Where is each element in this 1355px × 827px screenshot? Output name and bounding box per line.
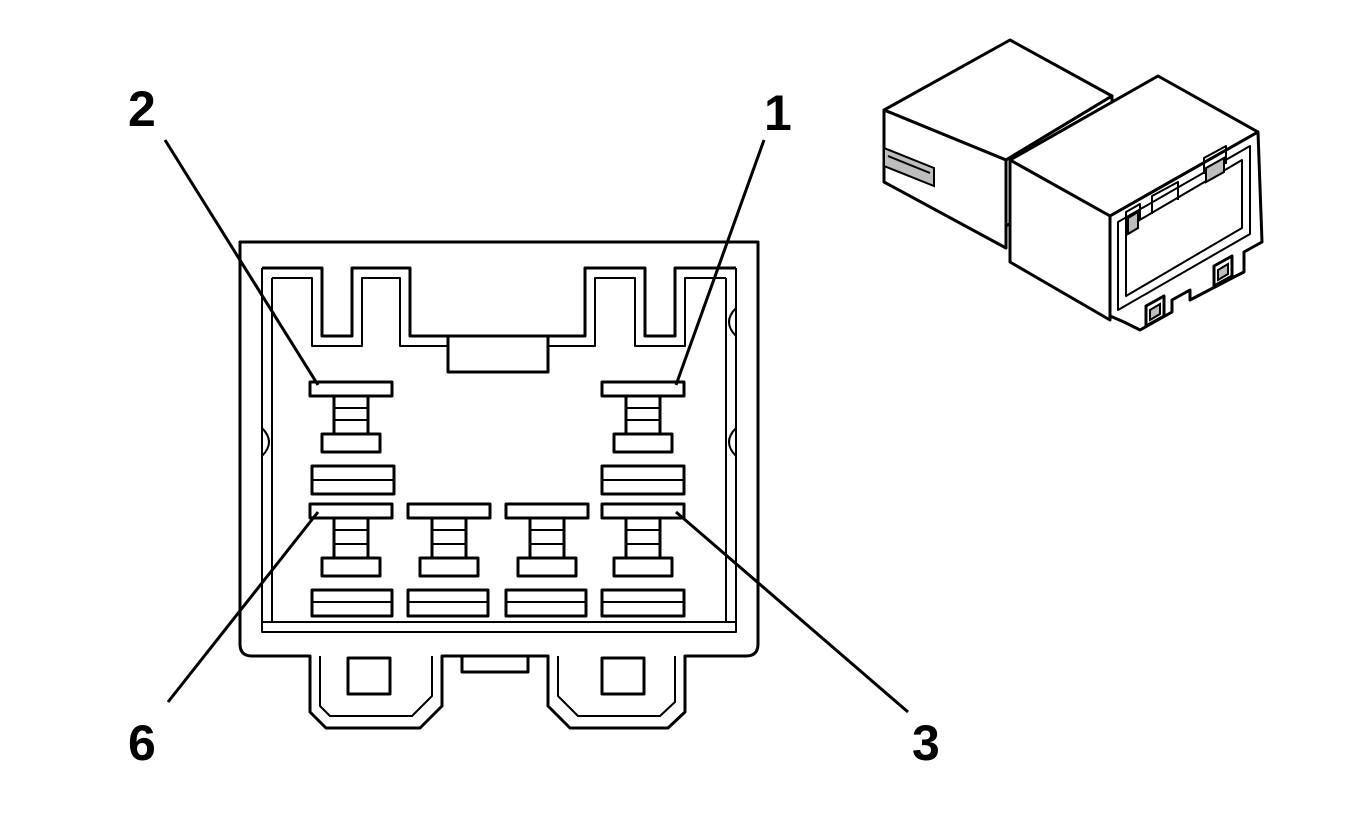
top-keying-profile — [262, 266, 736, 338]
leader-line-pin-1 — [674, 139, 766, 386]
bottom-latch-inner-left — [319, 656, 433, 717]
terminal-cavity-pin-6 — [308, 502, 394, 618]
iso-top-key-fill-1 — [1127, 210, 1139, 236]
terminal-cavity-pin-4 — [504, 502, 590, 618]
latch-window-left — [346, 656, 392, 696]
bottom-latch-inner-right — [557, 656, 676, 717]
leader-line-pin-3 — [675, 510, 909, 714]
pin-label-3: 3 — [912, 715, 940, 771]
pin-label-1: 1 — [764, 85, 792, 141]
terminal-cavity-pin-5 — [406, 502, 492, 618]
terminal-cavity-pin-3 — [600, 502, 686, 618]
iso-top-keys — [1125, 145, 1227, 228]
pin-label-6: 6 — [128, 715, 156, 771]
center-key-tab — [446, 334, 550, 374]
connector-face-view: 2 1 6 3 — [128, 81, 940, 771]
side-bump-right-2 — [728, 427, 737, 457]
connector-isometric-view — [882, 38, 1264, 332]
iso-bottom-latch-2-window — [1217, 262, 1229, 282]
iso-rear-slot — [883, 146, 935, 188]
iso-top-key-fill-2 — [1205, 156, 1225, 184]
leader-line-pin-6 — [166, 511, 320, 703]
side-bump-right-1 — [728, 307, 737, 337]
bottom-center-tab — [460, 654, 530, 674]
side-bump-left-1 — [261, 427, 270, 457]
leader-line-pin-2 — [163, 139, 320, 386]
terminal-cavity-pin-1 — [600, 380, 686, 496]
iso-rear-slot-line — [887, 155, 931, 174]
iso-bottom-latch-1-window — [1149, 302, 1161, 322]
iso-front-housing-side — [1008, 158, 1112, 322]
latch-window-right — [600, 656, 646, 696]
terminal-cavity-pin-2 — [308, 380, 396, 496]
housing-inner-wall — [261, 268, 737, 633]
pin-label-2: 2 — [128, 81, 156, 137]
iso-face-opening-inner — [1125, 159, 1243, 297]
